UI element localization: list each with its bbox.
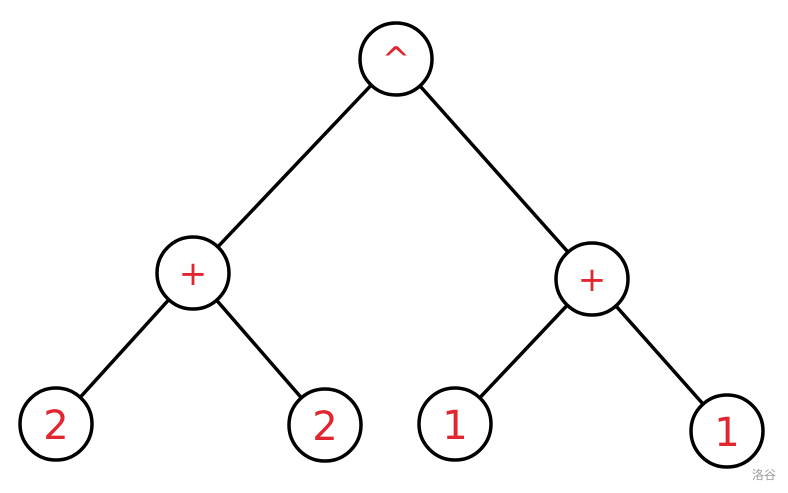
edge-root-plus-left bbox=[191, 57, 398, 275]
node-label: ^ bbox=[382, 40, 411, 80]
node-leaf-2: 2 bbox=[287, 387, 363, 463]
node-label: 2 bbox=[43, 403, 68, 449]
node-label: 1 bbox=[714, 410, 739, 456]
node-root: ^ bbox=[358, 21, 434, 97]
node-plus-right: + bbox=[554, 241, 630, 317]
node-label: 1 bbox=[442, 403, 467, 449]
node-circle bbox=[358, 21, 434, 97]
node-label: + bbox=[179, 254, 208, 294]
node-label: + bbox=[578, 260, 607, 300]
node-circle bbox=[417, 386, 493, 462]
tree-edges bbox=[54, 57, 729, 433]
node-circle bbox=[18, 386, 94, 462]
tree-nodes: ^ + +2 2 1 1 bbox=[18, 21, 765, 469]
node-leaf-1: 2 bbox=[18, 386, 94, 462]
node-circle bbox=[554, 241, 630, 317]
node-plus-left: + bbox=[155, 235, 231, 311]
watermark: 洛谷 bbox=[751, 468, 776, 482]
node-leaf-3: 1 bbox=[417, 386, 493, 462]
node-circle bbox=[287, 387, 363, 463]
node-leaf-4: 1 bbox=[689, 393, 765, 469]
node-circle bbox=[689, 393, 765, 469]
node-label: 2 bbox=[312, 404, 337, 450]
node-circle bbox=[155, 235, 231, 311]
edge-root-plus-right bbox=[394, 57, 594, 281]
